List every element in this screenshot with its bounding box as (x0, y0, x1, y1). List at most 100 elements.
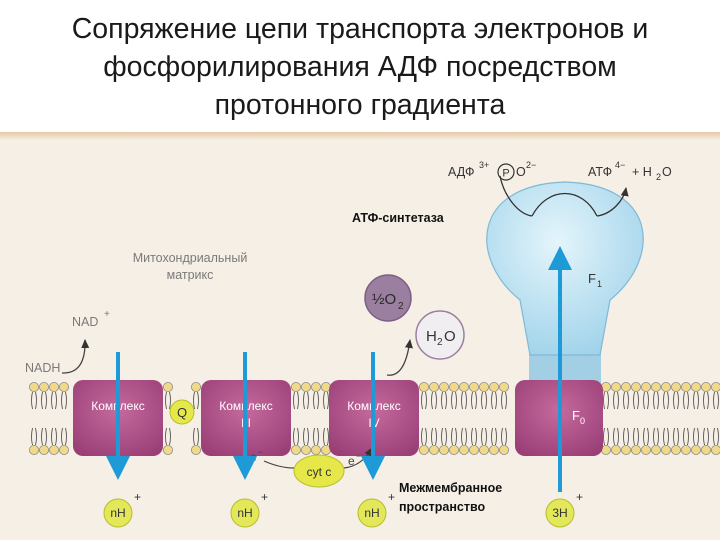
lipid-head (28, 381, 39, 392)
water-o-label: O (444, 328, 456, 345)
lipid-head (711, 382, 720, 392)
oxygen-molecule (364, 274, 412, 322)
lipid-head (290, 381, 301, 392)
lipid-head (701, 444, 712, 455)
lipid-tail (703, 391, 709, 410)
water-subscript: 2 (437, 337, 443, 348)
cytochrome-c (293, 454, 345, 488)
proton-pool-synthase-plus: + (576, 490, 583, 504)
lipid-tail (613, 427, 619, 446)
lipid-head (448, 444, 459, 455)
lipid-tail (323, 391, 329, 410)
proton-pool-synthase (545, 498, 575, 528)
proton-pool-synthase-label: 3H (552, 506, 567, 520)
electron-transport-diagram: Митохондриальный матрикс АТФ-синтетаза М… (25, 160, 720, 528)
membrane-bilayer (28, 381, 720, 455)
cytochrome-c-label: cyt c (307, 465, 332, 479)
matrix-label-line-1: Митохондриальный (133, 251, 248, 265)
f1-stalk (529, 350, 601, 384)
lipid-head (621, 444, 632, 455)
lipid-head (498, 381, 509, 392)
lipid-tail (643, 427, 649, 446)
lipid-tail (461, 427, 467, 446)
lipid-head (701, 381, 712, 392)
adp-charge: 3+ (479, 160, 489, 170)
nadh-label: NADH (25, 361, 60, 375)
lipid-tail (501, 391, 507, 410)
title-line-2: фосфорилирования АДФ посредством (103, 51, 617, 83)
lipid-tail (313, 391, 319, 410)
lipid-head (428, 381, 439, 392)
lipid-head (621, 381, 632, 392)
atp-synthase-label: АТФ-синтетаза (352, 211, 445, 225)
lipid-tail (165, 391, 171, 410)
lipid-tail (165, 427, 171, 446)
lipid-head (691, 381, 702, 392)
phosphate-label: P (502, 168, 509, 180)
lipid-tail (293, 391, 299, 410)
lipid-tail (61, 427, 67, 446)
proton-pool-3 (357, 498, 387, 528)
lipid-tail (41, 391, 47, 410)
oxygen-subscript: 2 (398, 301, 404, 312)
lipid-tail (663, 427, 669, 446)
lipid-head (428, 444, 439, 455)
nad-label: NAD (72, 315, 98, 329)
lipid-tail (431, 391, 437, 410)
lipid-head (290, 444, 301, 455)
proton-pool-2-plus: + (261, 490, 268, 504)
water-formation-arrow (386, 339, 413, 376)
lipid-head (438, 381, 449, 392)
lipid-tail (41, 427, 47, 446)
proton-pool-3-plus: + (388, 490, 395, 504)
lipid-head (39, 444, 50, 455)
lipid-tail (703, 427, 709, 446)
lipid-tail (61, 391, 67, 410)
lipid-head (300, 444, 311, 455)
lipid-head (49, 381, 60, 392)
adp-entry-arc (499, 175, 533, 217)
lipid-tail (603, 391, 609, 410)
lipid-tail (491, 391, 497, 410)
lipid-head (478, 444, 489, 455)
lipid-head (418, 444, 429, 455)
lipid-head (59, 444, 70, 455)
ubiquinone (169, 399, 195, 425)
lipid-head (39, 381, 50, 392)
atp-synthesis-arc (531, 193, 598, 217)
lipid-tail (623, 391, 629, 410)
lipid-head (711, 445, 720, 455)
f0-subscript: 0 (580, 416, 585, 426)
proton-pool-1-label: nH (110, 506, 125, 520)
intermembrane-label-line-1: Межмембранное (399, 481, 502, 495)
lipid-head (611, 381, 622, 392)
lipid-head (49, 444, 60, 455)
lipid-tail (501, 427, 507, 446)
lipid-tail (673, 427, 679, 446)
ubiquinone-label: Q (177, 405, 187, 420)
nad-plus: + (104, 309, 110, 320)
proton-pool-1-plus: + (134, 490, 141, 504)
lipid-tail (431, 427, 437, 446)
proton-pool-2-label: nH (237, 506, 252, 520)
proton-pool-3-label: nH (364, 506, 379, 520)
lipid-tail (51, 427, 57, 446)
lipid-head (300, 381, 311, 392)
lipid-head (631, 381, 642, 392)
title-area: Сопряжение цепи транспорта электронов и … (0, 0, 720, 132)
lipid-head (162, 381, 173, 392)
lipid-head (28, 444, 39, 455)
lipid-head (458, 444, 469, 455)
lipid-head (162, 444, 173, 455)
electron-label-2: e (348, 454, 355, 468)
water-molecule (415, 310, 465, 360)
lipid-head (488, 381, 499, 392)
f1-label: F (588, 271, 596, 286)
intermembrane-label-line-2: пространство (399, 500, 485, 514)
lipid-tail (31, 391, 37, 410)
lipid-tail (471, 427, 477, 446)
lipid-head (681, 381, 692, 392)
lipid-head (641, 381, 652, 392)
lipid-head (310, 381, 321, 392)
diagram-panel: Митохондриальный матрикс АТФ-синтетаза М… (0, 140, 720, 540)
